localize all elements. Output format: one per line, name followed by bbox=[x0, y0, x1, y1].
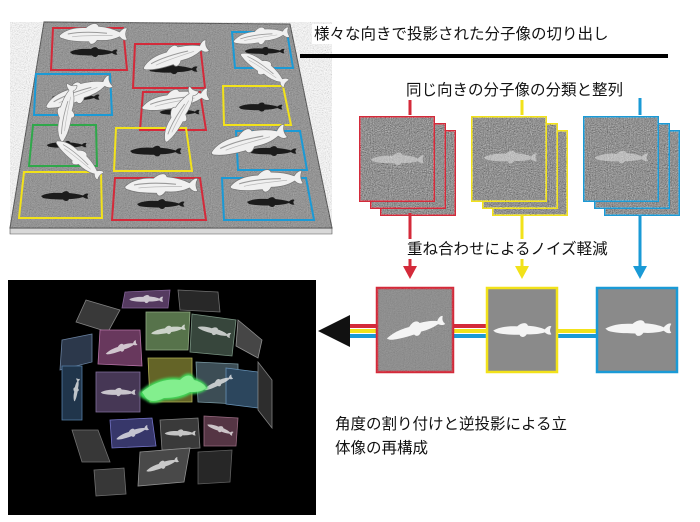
arrow-left bbox=[318, 315, 350, 347]
reconstruction-panel bbox=[8, 280, 316, 515]
class-average-blue bbox=[595, 286, 679, 374]
arrow-down bbox=[633, 266, 647, 279]
class-average-yellow bbox=[485, 286, 559, 374]
particle-box-blue bbox=[32, 73, 114, 116]
class-average-red bbox=[375, 286, 455, 374]
reconstructed-model bbox=[139, 373, 208, 403]
particle-box-red bbox=[131, 43, 207, 89]
arrow-down bbox=[403, 266, 417, 279]
particle-box-yellow bbox=[112, 127, 194, 172]
stack-red bbox=[359, 116, 456, 216]
stack-yellow bbox=[471, 116, 568, 216]
stack-blue bbox=[583, 116, 680, 216]
particle-box-yellow bbox=[17, 171, 104, 219]
step-extract-label: 様々な向きで投影された分子像の切り出し bbox=[312, 24, 611, 44]
particle-box-green bbox=[27, 124, 99, 167]
step-denoise-label: 重ね合わせによるノイズ軽減 bbox=[405, 239, 610, 259]
step-reconstruct-label: 角度の割り付けと逆投影による立体像の再構成 bbox=[335, 415, 568, 457]
arrow-down bbox=[515, 266, 529, 279]
particle-box-yellow bbox=[221, 85, 293, 126]
step-classify-label: 同じ向きの分子像の分類と整列 bbox=[404, 80, 626, 100]
